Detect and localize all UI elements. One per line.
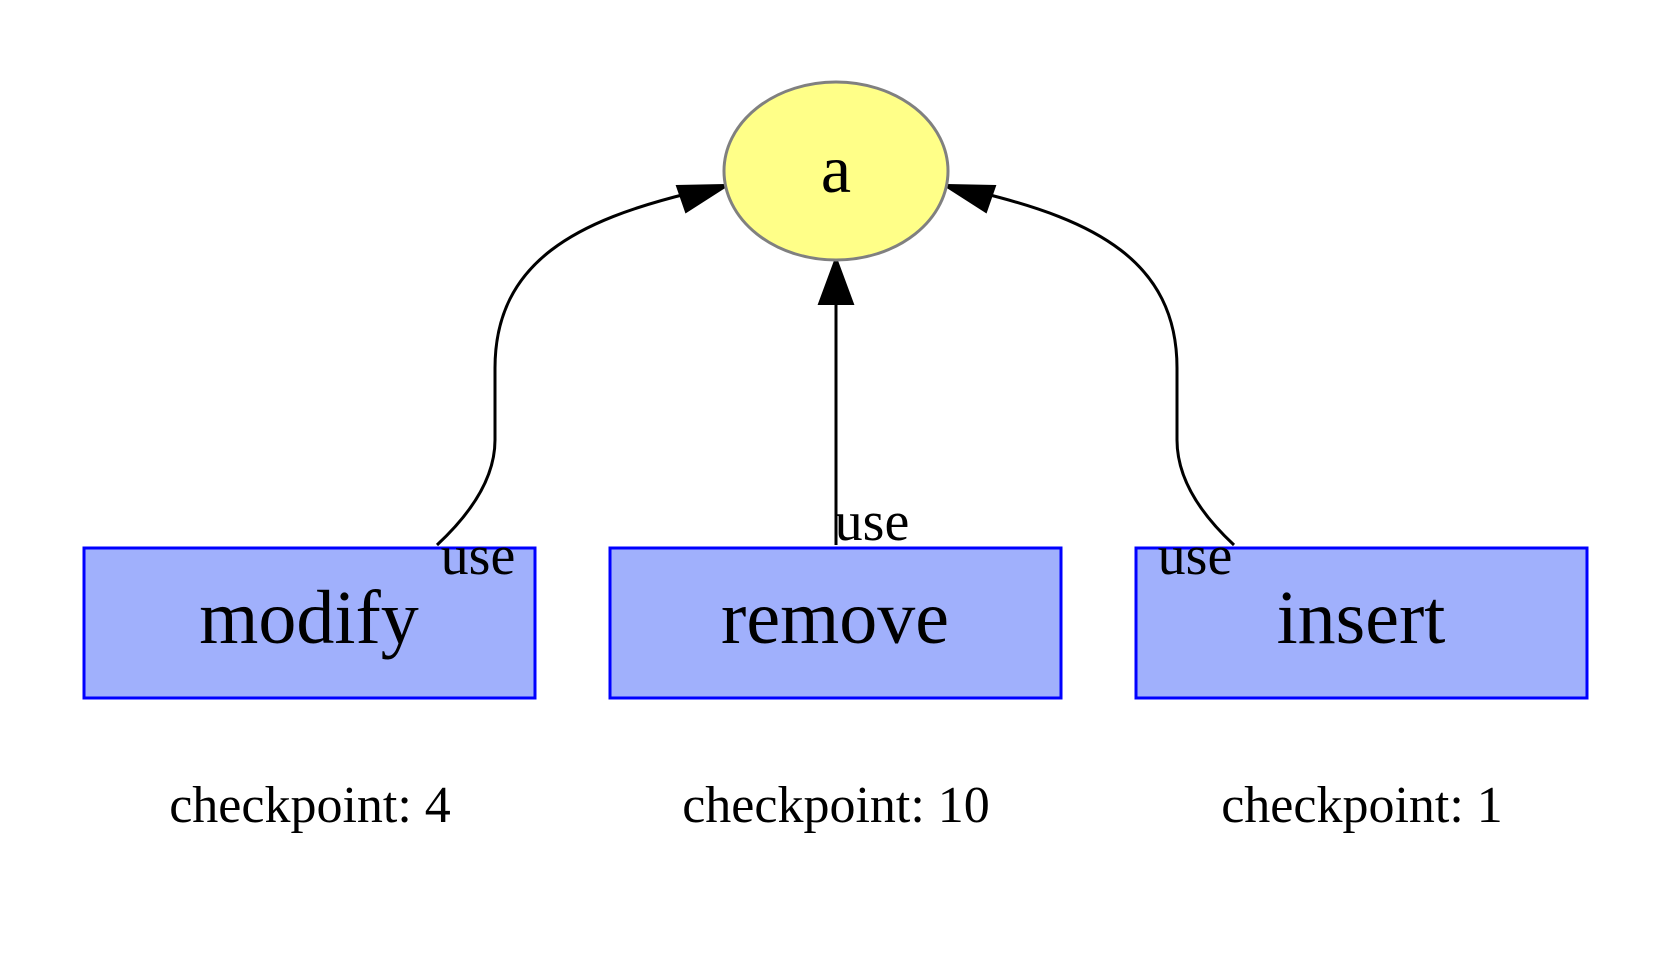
center-node-shape (722, 80, 950, 262)
node-remove-label: remove (721, 576, 949, 660)
arrowhead-modify-icon (675, 183, 732, 214)
edges (435, 183, 1236, 547)
node-insert: insert (1134, 546, 1589, 700)
node-modify-label: modify (199, 576, 419, 660)
node-remove-box (608, 546, 1063, 700)
arrowhead-remove-icon (817, 255, 855, 305)
checkpoint-label-remove: checkpoint: 10 (682, 777, 990, 834)
node-insert-label: insert (1277, 576, 1446, 660)
edge-modify-to-a (435, 191, 691, 547)
center-node: a (722, 80, 950, 262)
node-modify: modify (82, 546, 537, 700)
edge-label-remove: use (835, 491, 910, 553)
node-remove: remove (608, 546, 1063, 700)
checkpoint-label-modify: checkpoint: 4 (169, 777, 451, 834)
edge-label-modify: use (441, 525, 516, 587)
checkpoint-label-insert: checkpoint: 1 (1221, 777, 1503, 834)
node-insert-box (1134, 546, 1589, 700)
checkpoint-labels: checkpoint: 4 checkpoint: 10 checkpoint:… (169, 777, 1503, 834)
edge-label-insert: use (1158, 525, 1233, 587)
arrowhead-insert-icon (940, 183, 997, 214)
edge-labels: use use use (441, 491, 1233, 587)
edge-insert-to-a (981, 191, 1236, 547)
node-modify-box (82, 546, 537, 700)
center-node-label: a (821, 131, 851, 207)
